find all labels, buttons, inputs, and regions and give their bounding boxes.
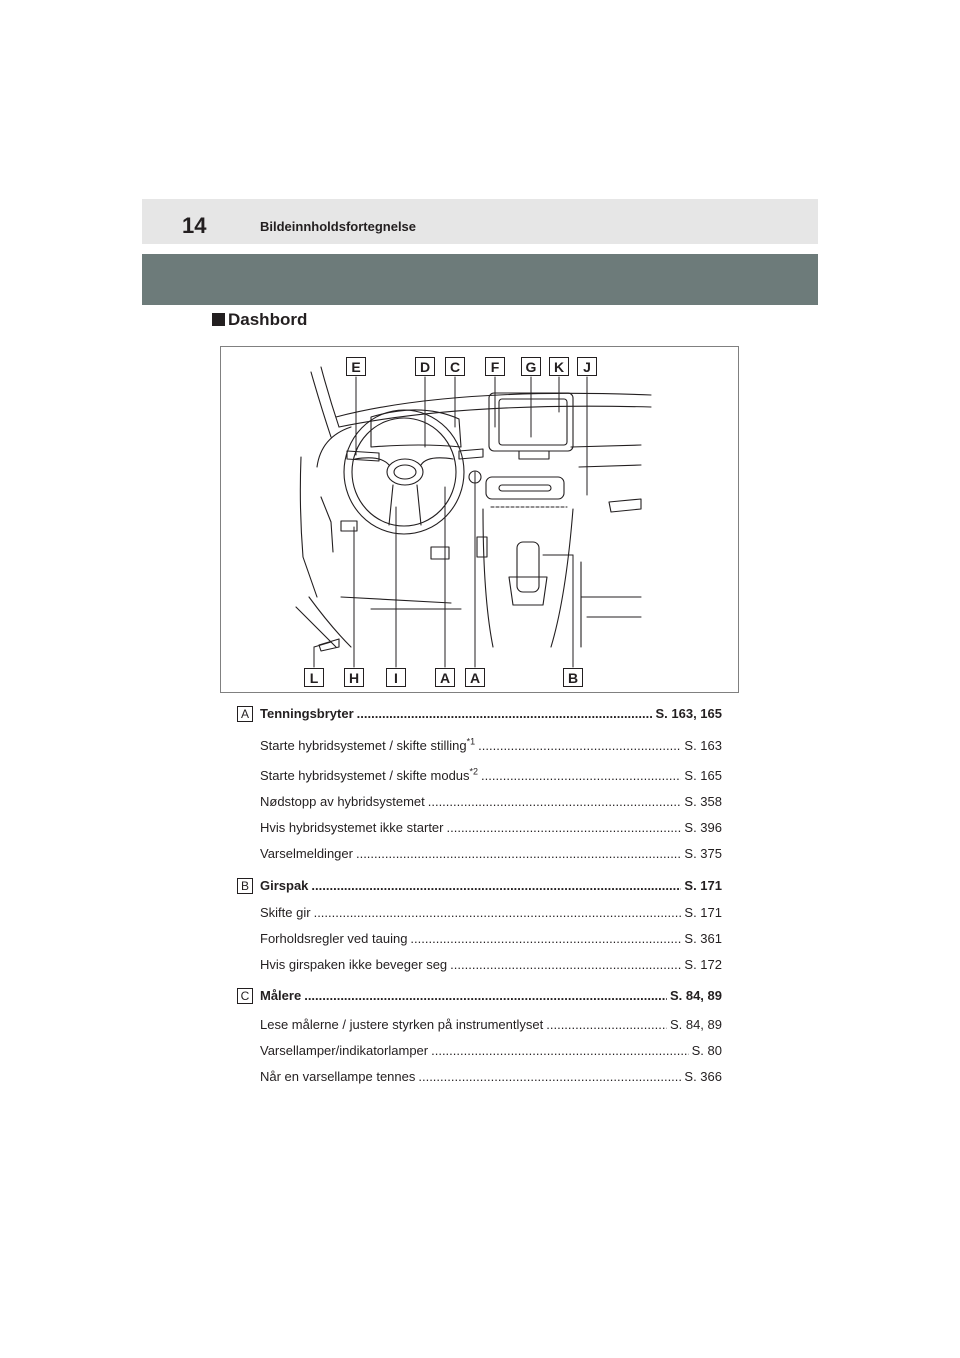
item-label: Starte hybridsystemet / skifte stilling: [260, 738, 467, 753]
entry-letter: C: [237, 988, 253, 1004]
list-item[interactable]: Nødstopp av hybridsystemet S. 358: [260, 793, 722, 811]
list-item[interactable]: Forholdsregler ved tauing S. 361: [260, 930, 722, 948]
list-item[interactable]: Varselmeldinger S. 375: [260, 845, 722, 863]
item-pages: S. 163: [684, 738, 722, 753]
entry-pages: S. 171: [684, 878, 722, 893]
item-pages: S. 172: [684, 957, 722, 972]
dashboard-drawing: [295, 366, 652, 668]
callout-L: L: [304, 668, 324, 687]
item-label: Skifte gir: [260, 905, 311, 920]
item-label: Nødstopp av hybridsystemet: [260, 794, 425, 809]
callout-K: K: [549, 357, 569, 376]
list-item[interactable]: Når en varsellampe tennes S. 366: [260, 1068, 722, 1086]
item-label: Når en varsellampe tennes: [260, 1069, 416, 1084]
item-label: Varselmeldinger: [260, 846, 353, 861]
list-item[interactable]: Lese målerne / justere styrken på instru…: [260, 1016, 722, 1034]
item-label: Starte hybridsystemet / skifte modus: [260, 768, 470, 783]
callout-I: I: [386, 668, 406, 687]
section-heading-text: Dashbord: [228, 310, 308, 329]
callout-E: E: [346, 357, 366, 376]
callout-A-right: A: [465, 668, 485, 687]
entry-letter: B: [237, 878, 253, 894]
item-pages: S. 375: [684, 846, 722, 861]
chapter-title: Bildeinnholdsfortegnelse: [260, 219, 417, 234]
entry-title: Girspak: [260, 878, 309, 893]
item-pages: S. 358: [684, 794, 722, 809]
entry-pages: S. 84, 89: [669, 988, 722, 1003]
callout-G: G: [521, 357, 541, 376]
bottom-leader-lines: [313, 471, 574, 668]
callout-C: C: [445, 357, 465, 376]
item-label: Hvis girspaken ikke beveger seg: [260, 957, 448, 972]
entry-title: Tenningsbryter: [260, 706, 354, 721]
list-item[interactable]: Varsellamper/indikatorlamper S. 80: [260, 1042, 722, 1060]
list-item[interactable]: Hvis hybridsystemet ikke starter S. 396: [260, 819, 722, 837]
item-pages: S. 80: [691, 1043, 722, 1058]
item-pages: S. 171: [684, 905, 722, 920]
list-item[interactable]: Starte hybridsystemet / skifte stilling*…: [260, 737, 722, 755]
item-pages: S. 361: [684, 931, 722, 946]
callout-A-left: A: [435, 668, 455, 687]
list-item[interactable]: Skifte gir S. 171: [260, 904, 722, 922]
footnote-marker: *1: [466, 737, 476, 747]
item-pages: S. 396: [684, 820, 722, 835]
entry-heading[interactable]: Tenningsbryter S. 163, 165: [260, 705, 722, 723]
page-number: 14: [182, 213, 207, 238]
list-item[interactable]: Starte hybridsystemet / skifte modus*2 S.…: [260, 767, 722, 785]
dashboard-illustration: E D C F G K J L H I A A B: [220, 346, 739, 693]
callout-F: F: [485, 357, 505, 376]
item-label: Forholdsregler ved tauing: [260, 931, 408, 946]
callout-B: B: [563, 668, 583, 687]
item-pages: S. 84, 89: [669, 1017, 722, 1032]
footnote-marker: *2: [469, 767, 479, 777]
item-label: Lese målerne / justere styrken på instru…: [260, 1017, 544, 1032]
item-pages: S. 366: [684, 1069, 722, 1084]
section-band: [142, 254, 818, 305]
entry-heading[interactable]: Målere S. 84, 89: [260, 987, 722, 1005]
square-bullet-icon: [212, 313, 225, 326]
callout-D: D: [415, 357, 435, 376]
entry-title: Målere: [260, 988, 302, 1003]
list-item[interactable]: Hvis girspaken ikke beveger seg S. 172: [260, 956, 722, 974]
callout-H: H: [344, 668, 364, 687]
entry-letter: A: [237, 706, 253, 722]
item-label: Varsellamper/indikatorlamper: [260, 1043, 429, 1058]
page-header-bar: [142, 199, 818, 244]
item-pages: S. 165: [684, 768, 722, 783]
entry-heading[interactable]: Girspak S. 171: [260, 877, 722, 895]
callout-J: J: [577, 357, 597, 376]
section-heading: Dashbord: [212, 310, 307, 330]
item-label: Hvis hybridsystemet ikke starter: [260, 820, 444, 835]
entry-pages: S. 163, 165: [655, 706, 723, 721]
